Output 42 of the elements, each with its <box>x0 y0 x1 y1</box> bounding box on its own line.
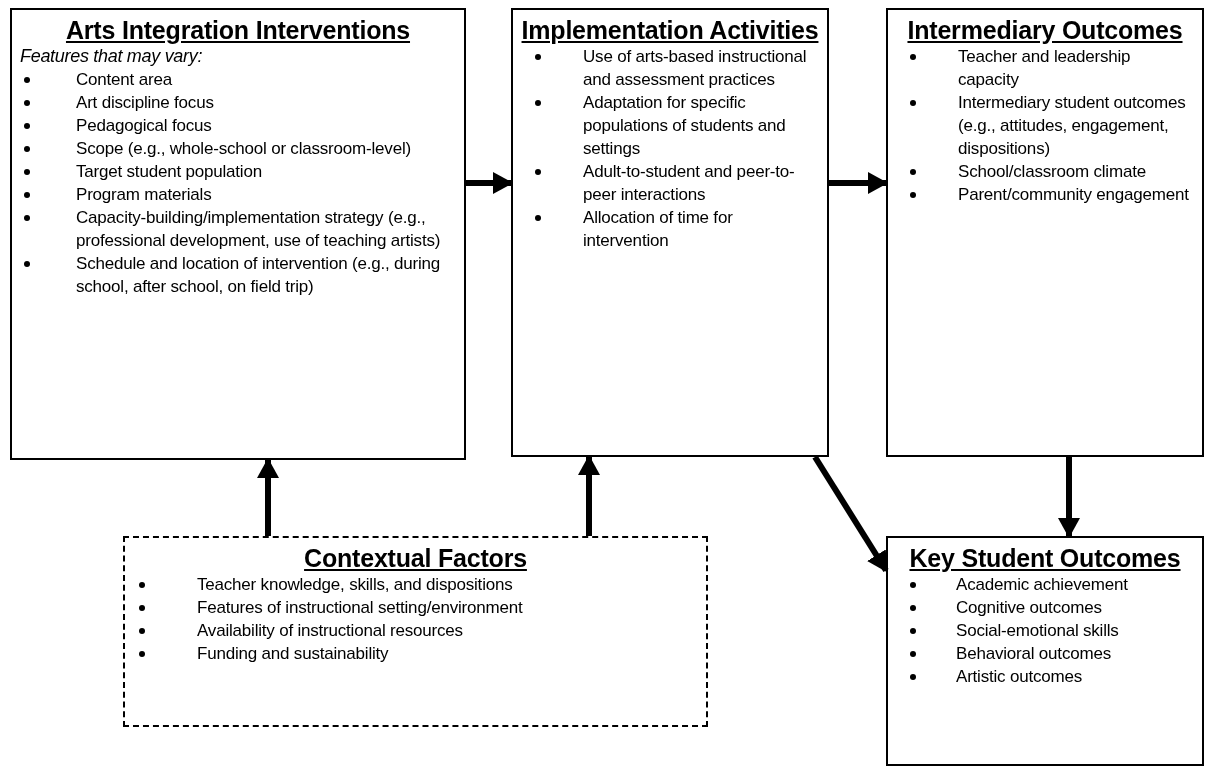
box-heading: Arts Integration Interventions <box>64 16 411 45</box>
box-heading: Implementation Activities <box>521 16 819 45</box>
arrow <box>1058 457 1080 538</box>
process-box <box>886 536 1204 766</box>
box-heading: Contextual Factors <box>303 544 528 573</box>
list-item: Teacher knowledge, skills, and dispositions <box>197 574 514 596</box>
arrow <box>829 172 888 194</box>
list-item: School/classroom climate <box>958 161 1147 183</box>
list-item: Availability of instructional resources <box>197 620 464 642</box>
list-item: Allocation of time for intervention <box>583 207 734 252</box>
list-item: Academic achievement <box>956 574 1129 596</box>
list-item: Adult-to-student and peer-to-peer interactions <box>583 161 796 206</box>
list-item: Program materials <box>76 184 213 206</box>
list-item: Use of arts-based instructional and assessment practices <box>583 46 808 91</box>
list-item: Features of instructional setting/environment <box>197 597 524 619</box>
list-item: Content area <box>76 69 174 91</box>
arrow <box>466 172 513 194</box>
dashed-box <box>123 536 708 727</box>
arrow <box>257 458 279 536</box>
arrow <box>578 455 600 536</box>
list-item: Teacher and leadership capacity <box>958 46 1132 91</box>
list-item: Capacity-building/implementation strategy (e.g., professional development, use of teaching artists) <box>76 207 442 252</box>
process-box <box>10 8 466 460</box>
list-item: Scope (e.g., whole-school or classroom-level) <box>76 138 412 160</box>
process-box <box>886 8 1204 457</box>
list-item: Behavioral outcomes <box>956 643 1112 665</box>
list-item: Schedule and location of intervention (e.g., during school, after school, on field trip) <box>76 253 442 298</box>
list-item: Pedagogical focus <box>76 115 213 137</box>
arrow <box>812 455 889 573</box>
list-item: Cognitive outcomes <box>956 597 1103 619</box>
process-box <box>511 8 829 457</box>
list-item: Parent/community engagement <box>958 184 1190 206</box>
subheading: Features that may vary: <box>20 45 204 68</box>
list-item: Social-emotional skills <box>956 620 1120 642</box>
list-item: Funding and sustainability <box>197 643 390 665</box>
list-item: Target student population <box>76 161 263 183</box>
list-item: Artistic outcomes <box>956 666 1084 688</box>
box-heading: Key Student Outcomes <box>908 544 1182 573</box>
box-heading: Intermediary Outcomes <box>906 16 1184 45</box>
list-item: Adaptation for specific populations of students and settings <box>583 92 787 160</box>
list-item: Art discipline focus <box>76 92 215 114</box>
list-item: Intermediary student outcomes (e.g., attitudes, engagement, dispositions) <box>958 92 1187 160</box>
